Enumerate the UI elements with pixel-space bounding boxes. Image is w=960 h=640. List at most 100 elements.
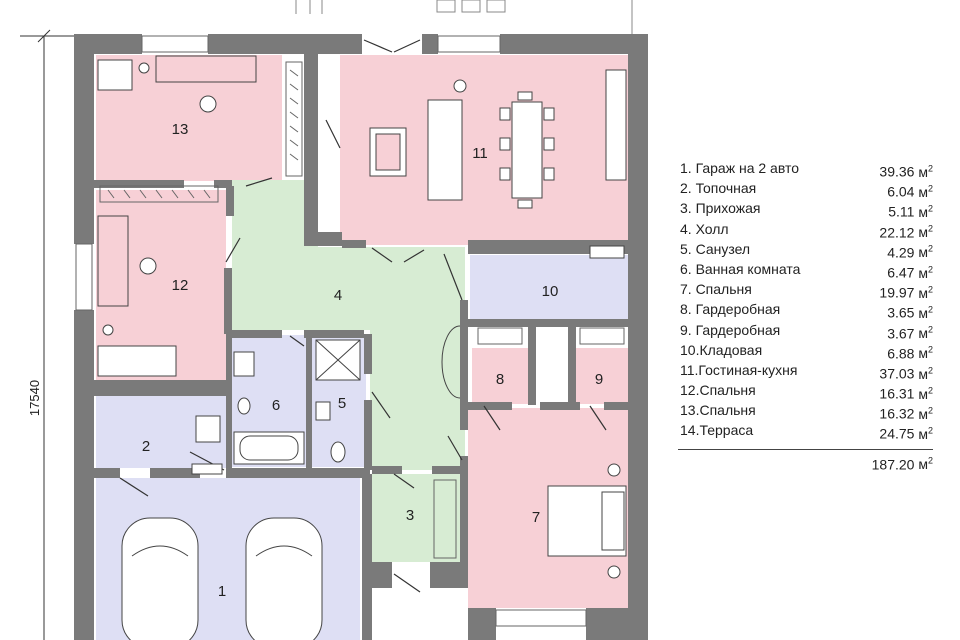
legend-room-name: 1. Гараж на 2 авто	[680, 160, 800, 176]
dimension-label: 17540	[27, 380, 42, 416]
legend-unit: м	[918, 244, 928, 261]
legend-unit: м	[918, 345, 928, 362]
room-10-fill	[470, 255, 628, 319]
legend-row: 13.Спальня 16.32 м2	[678, 400, 933, 422]
legend-unit: м	[918, 264, 928, 281]
dimension-line	[20, 29, 76, 640]
legend-area-unit: м2	[914, 425, 933, 443]
legend-room-area: 5.11 м2	[888, 198, 933, 221]
room-number: 8	[496, 371, 504, 388]
legend-total: 187.20 м2	[678, 456, 933, 473]
legend-room-area: 39.36 м2	[879, 158, 933, 180]
legend-area-value: 39.36	[879, 163, 915, 180]
legend-room-area: 19.97 м2	[879, 279, 933, 301]
legend-unit: м	[918, 325, 928, 342]
furniture	[97, 55, 627, 640]
legend-area-unit: м2	[914, 284, 933, 301]
legend-room-name: 8. Гардеробная	[680, 301, 781, 318]
legend-unit: м	[918, 304, 928, 321]
legend-row: 4. Холл 22.12 м2	[678, 219, 933, 241]
room-number: 3	[406, 507, 414, 524]
legend-unit: м	[918, 385, 928, 402]
legend-room-area: 16.31 м2	[879, 380, 933, 402]
legend-area-unit: м2	[914, 324, 933, 342]
legend-area-value: 3.65	[887, 304, 915, 321]
legend-room-area: 24.75 м2	[879, 420, 933, 443]
legend-room-name: 13.Спальня	[680, 402, 756, 419]
legend-area-value: 16.32	[879, 405, 915, 422]
legend-row: 6. Ванная комната 6.47 м2	[678, 259, 933, 281]
legend-unit: м	[918, 183, 928, 200]
legend-area-unit: м2	[914, 365, 933, 382]
terrace-edge	[295, 0, 633, 34]
legend-unit-power: 2	[927, 324, 933, 335]
legend-room-area: 6.04 м2	[887, 178, 933, 200]
legend-room-name: 2. Топочная	[680, 180, 757, 197]
legend-area-unit: м2	[914, 223, 933, 241]
legend-unit-power: 2	[927, 203, 933, 214]
legend-unit: м	[918, 426, 928, 443]
legend-area-value: 16.31	[879, 385, 915, 402]
legend-room-name: 12.Спальня	[680, 382, 756, 399]
legend-unit-power: 2	[927, 183, 933, 194]
legend-row: 12.Спальня 16.31 м2	[678, 380, 933, 402]
legend-unit-power: 2	[927, 263, 933, 274]
room-number: 11	[472, 145, 488, 162]
legend-room-area: 6.88 м2	[887, 340, 933, 362]
legend-area-unit: м2	[914, 263, 933, 281]
legend-total-unit: м2	[918, 455, 933, 473]
room-number: 5	[338, 395, 346, 412]
legend-unit: м	[918, 163, 928, 180]
legend-area-value: 5.11	[888, 204, 915, 221]
legend-room-name: 3. Прихожая	[680, 200, 761, 217]
legend-area-value: 22.12	[879, 224, 915, 241]
legend-room-name: 6. Ванная комната	[680, 260, 801, 277]
legend-room-area: 3.65 м2	[887, 299, 933, 321]
legend-room-area: 4.29 м2	[887, 239, 933, 261]
legend-room-name: 5. Санузел	[680, 240, 751, 257]
legend-room-area: 16.32 м2	[879, 400, 933, 422]
legend-room-area: 6.47 м2	[887, 259, 933, 281]
legend-area-unit: м2	[914, 344, 933, 362]
legend-row: 2. Топочная 6.04 м2	[678, 178, 933, 200]
legend-row: 7. Спальня 19.97 м2	[678, 279, 933, 301]
room-number: 2	[142, 438, 150, 455]
legend-unit-power: 2	[927, 425, 933, 436]
room-number: 7	[532, 509, 540, 526]
legend-room-name: 4. Холл	[680, 220, 729, 237]
legend-unit-power: 2	[927, 163, 933, 173]
legend-unit-power: 2	[927, 385, 933, 396]
legend-room-name: 10.Кладовая	[680, 341, 763, 358]
room-4-fill	[232, 180, 465, 470]
legend-unit-power: 2	[927, 405, 933, 416]
legend-unit-power: 2	[927, 344, 933, 355]
legend-room-name: 7. Спальня	[680, 281, 752, 298]
walls	[74, 34, 648, 640]
legend-unit: м	[918, 365, 928, 382]
room-9-fill	[575, 348, 628, 404]
room-number: 10	[542, 283, 559, 300]
legend-unit: м	[918, 224, 928, 241]
windows	[75, 35, 587, 627]
legend-area-value: 4.29	[887, 244, 915, 261]
room-8-fill	[472, 348, 528, 404]
legend-room-name: 14.Терраса	[680, 422, 754, 439]
legend-area-unit: м2	[914, 244, 933, 261]
legend-area-unit: м2	[914, 203, 933, 221]
legend-unit-power: 2	[927, 304, 933, 315]
room-number: 4	[334, 287, 342, 304]
legend-area-unit: м2	[914, 163, 933, 180]
legend-area-value: 37.03	[879, 365, 915, 382]
legend-row: 1. Гараж на 2 авто 39.36 м2	[678, 158, 933, 180]
legend-room-area: 22.12 м2	[879, 219, 933, 241]
legend-area-value: 6.47	[887, 264, 915, 281]
legend-row: 8. Гардеробная 3.65 м2	[678, 299, 933, 321]
legend-unit: м	[918, 204, 928, 221]
legend-unit-power: 2	[927, 223, 933, 234]
room-number: 12	[172, 277, 189, 294]
room-labels: 1 2 3 4 5 6 7 8 9 10 11 12 13	[142, 121, 603, 600]
